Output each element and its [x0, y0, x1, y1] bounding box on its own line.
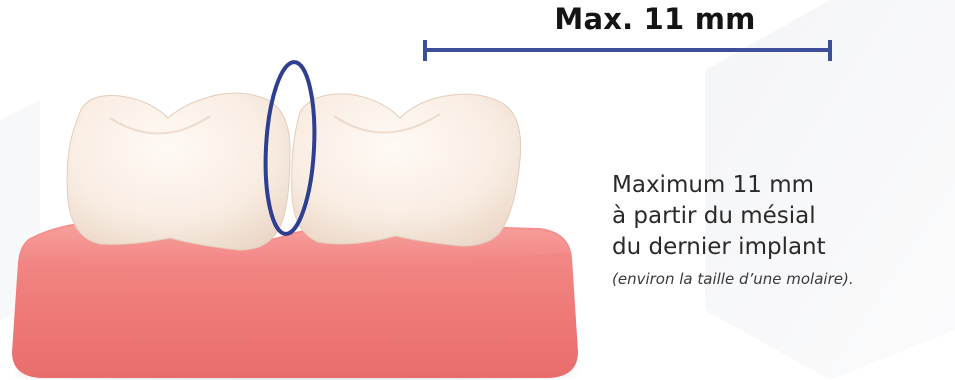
description-note: (environ la taille d’une molaire).: [612, 269, 854, 289]
left-tooth: [67, 93, 290, 250]
description-line-2: à partir du mésial: [612, 201, 854, 232]
right-tooth: [292, 94, 521, 246]
description-line-3: du dernier implant: [612, 232, 854, 263]
description-line-1: Maximum 11 mm: [612, 170, 854, 201]
description-block: Maximum 11 mm à partir du mésial du dern…: [612, 170, 854, 289]
